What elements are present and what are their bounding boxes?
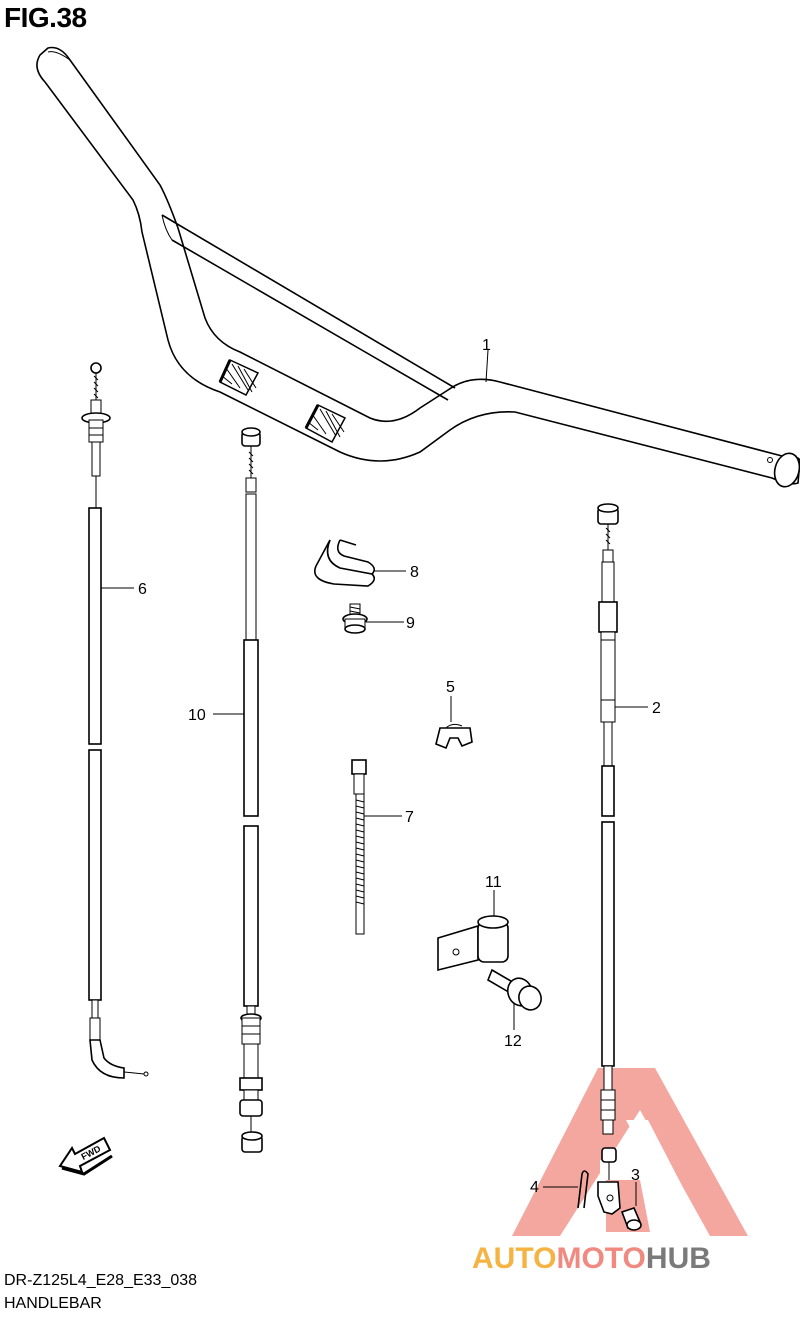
- callout-7: 7: [405, 809, 414, 826]
- clamp-8: [314, 539, 376, 587]
- model-code: DR-Z125L4_E28_E33_038: [4, 1272, 198, 1289]
- figure-title: FIG.38: [4, 2, 87, 33]
- cable-tie-7: [351, 759, 367, 935]
- callout-12: 12: [504, 1033, 522, 1050]
- callout-5: 5: [446, 679, 455, 696]
- cable-2: [597, 503, 621, 1215]
- callout-2: 2: [652, 700, 661, 717]
- cable-10: [239, 427, 263, 1153]
- pin-3: [620, 1207, 642, 1231]
- figure-name: HANDLEBAR: [4, 1295, 102, 1312]
- watermark-logo: [512, 1068, 748, 1236]
- callout-4: 4: [530, 1179, 539, 1196]
- bolt-12: [487, 968, 542, 1011]
- handlebar: [36, 46, 800, 488]
- callout-10: 10: [188, 707, 206, 724]
- callout-8: 8: [410, 564, 419, 581]
- watermark-moto: MOTO: [556, 1242, 645, 1275]
- callout-9: 9: [406, 615, 415, 632]
- watermark-hub: HUB: [646, 1242, 711, 1275]
- forward-direction-arrow: FWD: [58, 1136, 113, 1176]
- knurl-band-left: [218, 359, 260, 396]
- clip-5: [435, 723, 473, 750]
- watermark-auto: AUTO: [472, 1242, 556, 1275]
- bracket-11: [437, 915, 509, 972]
- callout-11: 11: [485, 874, 502, 891]
- bolt-9: [342, 603, 368, 634]
- knurl-band-right: [304, 404, 347, 444]
- callout-3: 3: [631, 1167, 640, 1184]
- callout-6: 6: [138, 581, 147, 598]
- cable-6: [81, 362, 149, 1079]
- watermark-text: AUTOMOTOHUB: [472, 1242, 711, 1275]
- leader-1: [485, 349, 489, 383]
- cotter-pin-4: [577, 1170, 589, 1209]
- callout-1: 1: [482, 337, 491, 354]
